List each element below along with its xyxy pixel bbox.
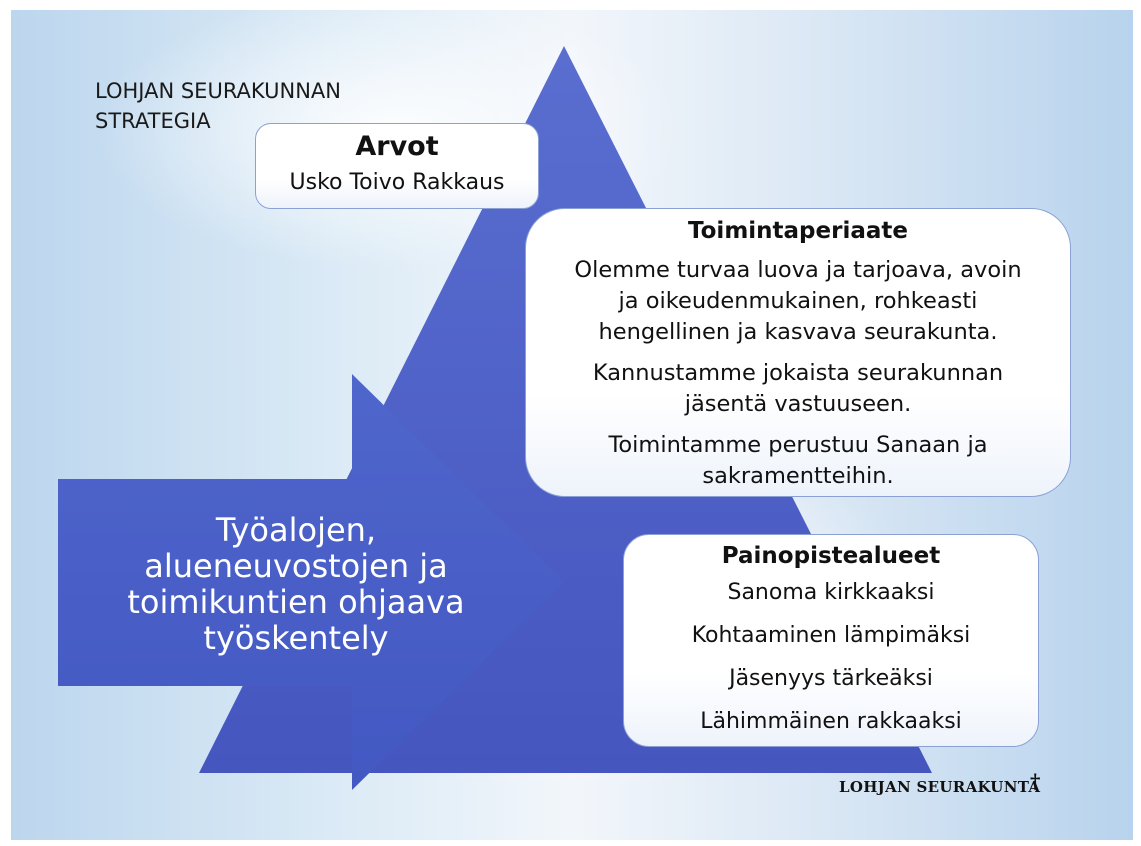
focus-area-item: Sanoma kirkkaaksi (727, 580, 935, 605)
cross-icon: † (1030, 769, 1041, 793)
direction-arrow (58, 374, 564, 790)
values-title: Arvot (355, 131, 439, 162)
strategy-title-line-1: LOHJAN SEURAKUNNAN (95, 79, 341, 103)
principle-line: Toimintamme perustuu Sanaan ja (608, 432, 988, 458)
operating-principle-paragraph-1: Olemme turvaa luova ja tarjoava, avoin j… (526, 255, 1070, 348)
focus-area-item: Lähimmäinen rakkaaksi (700, 709, 962, 734)
focus-area-item: Kohtaaminen lämpimäksi (691, 623, 971, 648)
focus-areas-title: Painopistealueet (721, 543, 941, 569)
operating-principle-paragraph-2: Kannustamme jokaista seurakunnan jäsentä… (526, 358, 1070, 420)
principle-line: Olemme turvaa luova ja tarjoava, avoin (574, 257, 1022, 283)
focus-area-item: Jäsenyys tärkeäksi (729, 666, 933, 691)
operating-principle-title: Toimintaperiaate (688, 218, 908, 244)
principle-line: ja oikeudenmukainen, rohkeasti (618, 288, 978, 314)
principle-line: jäsentä vastuuseen. (684, 391, 912, 417)
strategy-slide: LOHJAN SEURAKUNNAN STRATEGIA Arvot Usko … (11, 10, 1133, 840)
arrow-label-line: alueneuvostojen ja (144, 547, 448, 585)
principle-line: Kannustamme jokaista seurakunnan (592, 360, 1004, 386)
arrow-label-line: Työalojen, (215, 511, 377, 549)
arrow-label: Työalojen, alueneuvostojen ja toimikunti… (66, 512, 526, 656)
principle-line: hengellinen ja kasvava seurakunta. (598, 319, 998, 345)
arrow-label-line: työskentely (203, 619, 389, 657)
values-text: Usko Toivo Rakkaus (289, 170, 505, 195)
operating-principle-box: Toimintaperiaate Olemme turvaa luova ja … (525, 208, 1071, 497)
strategy-title: LOHJAN SEURAKUNNAN STRATEGIA (95, 76, 341, 136)
operating-principle-paragraph-3: Toimintamme perustuu Sanaan ja sakrament… (526, 430, 1070, 492)
arrow-label-line: toimikuntien ohjaava (127, 583, 465, 621)
strategy-title-line-2: STRATEGIA (95, 109, 211, 133)
focus-areas-box: Painopistealueet Sanoma kirkkaaksi Kohta… (623, 534, 1039, 747)
principle-line: sakramentteihin. (702, 463, 894, 489)
parish-logo-text: LOHJAN SEURAKUNTA (839, 778, 1041, 796)
values-box: Arvot Usko Toivo Rakkaus (255, 123, 539, 209)
